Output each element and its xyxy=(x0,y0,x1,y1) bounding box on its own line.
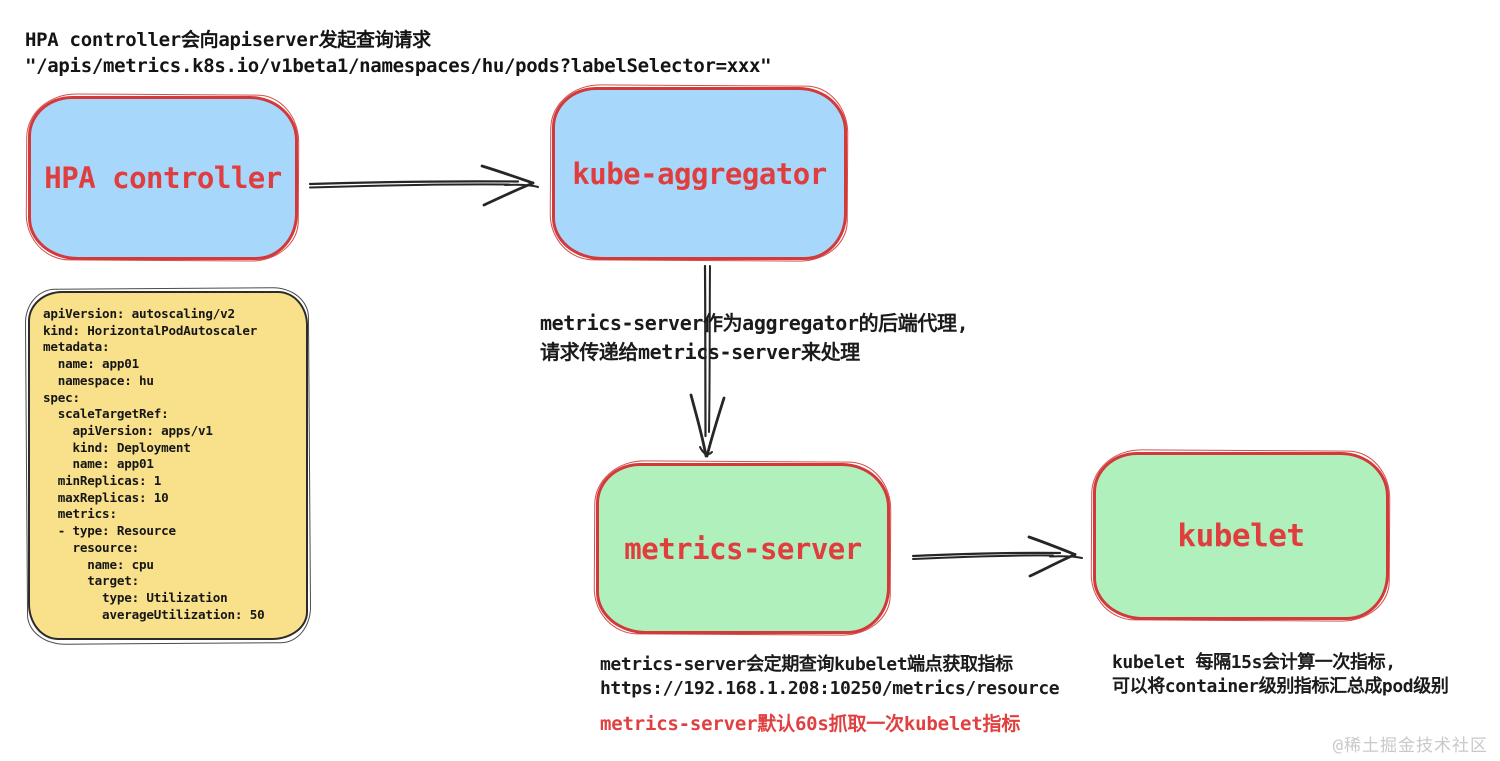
node-hpa-controller: HPA controller xyxy=(28,96,298,260)
header-text: HPA controller会向apiserver发起查询请求 "/apis/m… xyxy=(25,27,772,79)
header-line-2: "/apis/metrics.k8s.io/v1beta1/namespaces… xyxy=(25,55,772,77)
node-kubelet-label: kubelet xyxy=(1177,518,1305,554)
metrics-server-note-line-2: https://192.168.1.208:10250/metrics/reso… xyxy=(600,678,1060,699)
hpa-yaml-box: apiVersion: autoscaling/v2 kind: Horizon… xyxy=(28,291,308,640)
kubelet-note-line-1: kubelet 每隔15s会计算一次指标, xyxy=(1112,652,1396,673)
arrow-hpa-to-aggregator xyxy=(308,164,539,207)
arrow-aggregator-to-metrics-server xyxy=(689,264,726,458)
metrics-server-note: metrics-server会定期查询kubelet端点获取指标 https:/… xyxy=(600,653,1060,701)
node-metrics-server: metrics-server xyxy=(596,463,890,634)
node-kube-aggregator-label: kube-aggregator xyxy=(572,156,827,191)
kubelet-note: kubelet 每隔15s会计算一次指标, 可以将container级别指标汇总… xyxy=(1112,651,1449,699)
aggregator-note: metrics-server作为aggregator的后端代理, 请求传递给me… xyxy=(540,309,969,367)
kubelet-note-line-2: 可以将container级别指标汇总成pod级别 xyxy=(1112,676,1449,697)
aggregator-note-line-1: metrics-server作为aggregator的后端代理, xyxy=(540,311,969,335)
metrics-server-note-line-1: metrics-server会定期查询kubelet端点获取指标 xyxy=(600,654,1013,675)
header-line-1: HPA controller会向apiserver发起查询请求 xyxy=(25,29,431,51)
watermark: @稀土掘金技术社区 xyxy=(1332,736,1488,756)
node-kubelet: kubelet xyxy=(1093,452,1389,620)
node-metrics-server-label: metrics-server xyxy=(624,531,862,566)
metrics-server-note-red: metrics-server默认60s抓取一次kubelet指标 xyxy=(600,713,1021,735)
hpa-yaml-code: apiVersion: autoscaling/v2 kind: Horizon… xyxy=(43,306,265,622)
node-hpa-controller-label: HPA controller xyxy=(44,161,282,195)
arrow-metrics-server-to-kubelet xyxy=(911,535,1083,578)
aggregator-note-line-2: 请求传递给metrics-server来处理 xyxy=(540,340,860,364)
node-kube-aggregator: kube-aggregator xyxy=(552,87,847,260)
